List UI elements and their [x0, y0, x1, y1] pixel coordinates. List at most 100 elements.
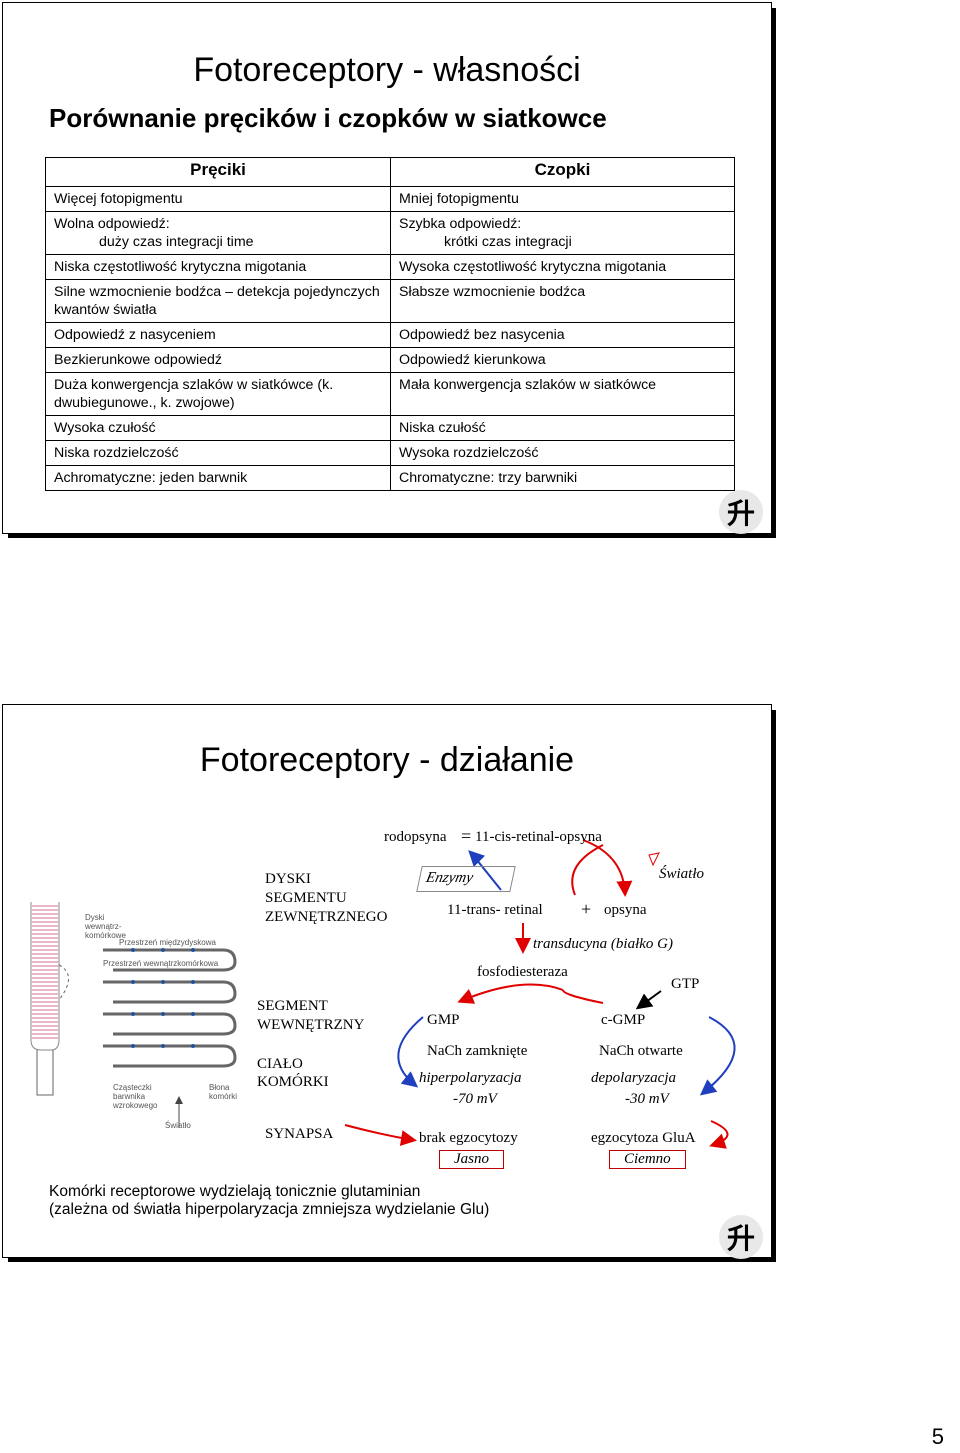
rod-cell: Odpowiedź z nasyceniem	[45, 322, 391, 348]
rod-cell: Niska rozdzielczość	[45, 440, 391, 466]
cone-cell: Szybka odpowiedź:krótki czas integracji	[390, 211, 735, 255]
cone-cell: Wysoka rozdzielczość	[390, 440, 735, 466]
arrow-gtp	[635, 990, 662, 1010]
rod-cell: Achromatyczne: jeden barwnik	[45, 465, 391, 491]
bright-box: Jasno	[439, 1150, 504, 1169]
rod-cell: Więcej fotopigmentu	[45, 186, 391, 212]
cone-cell: Mała konwergencja szlaków w siatkówce	[390, 372, 735, 416]
depolarization-label: depolaryzacja	[591, 1070, 676, 1086]
note-line-2: (zależna od światła hiperpolaryzacja zmn…	[49, 1201, 490, 1218]
rod-cell: Niska częstotliwość krytyczna migotania	[45, 254, 391, 280]
mv30-label: -30 mV	[625, 1091, 669, 1107]
arrow-light-split	[571, 844, 604, 896]
disk-lines	[32, 905, 58, 1039]
label-cialo: CIAŁO	[257, 1056, 303, 1072]
cone-cell: Słabsze wzmocnienie bodźca	[390, 279, 735, 323]
header-rods: Pręciki	[45, 157, 391, 187]
mv70-label: -70 mV	[453, 1091, 497, 1107]
membrane-folds	[103, 948, 237, 1068]
no-exocytosis-label: brak egzocytozy	[419, 1130, 518, 1146]
fig-label-disks: Dyski wewnątrz-komórkowe	[85, 913, 126, 940]
logo-icon: 升	[719, 1215, 763, 1259]
table-row: Achromatyczne: jeden barwnik Chromatyczn…	[45, 465, 735, 491]
header-cones: Czopki	[390, 157, 735, 187]
slide-mechanism: Fotoreceptory - działanie Dyski wewnątrz…	[2, 704, 776, 1262]
cis-retinal-label: 11-cis-retinal-opsyna	[475, 829, 602, 845]
gtp-label: GTP	[671, 976, 700, 992]
arrow-to-opsin	[582, 839, 633, 897]
label-komorki: KOMÓRKI	[257, 1074, 329, 1090]
light-arrow-head	[175, 1096, 183, 1104]
slide-title: Fotoreceptory - własności	[193, 51, 581, 89]
slide-properties: Fotoreceptory - własności Porównanie prę…	[2, 2, 776, 538]
nach-open-label: NaCh otwarte	[599, 1043, 683, 1059]
page-number: 5	[931, 1424, 944, 1449]
logo-icon: 升	[719, 490, 763, 534]
table-row: Bezkierunkowe odpowiedź Odpowiedź kierun…	[45, 347, 735, 373]
table-row: Wysoka czułość Niska czułość	[45, 415, 735, 441]
fig-label-intracellular: Przestrzeń wewnątrzkomórkowa	[103, 959, 219, 968]
table-row: Więcej fotopigmentu Mniej fotopigmentu	[45, 186, 735, 212]
note-line-1: Komórki receptorowe wydzielają tonicznie…	[49, 1183, 421, 1200]
enzymes-box: Enzymy	[416, 866, 516, 892]
transducin-label: transducyna (białko G)	[533, 936, 673, 952]
rod-cell: Bezkierunkowe odpowiedź	[45, 347, 391, 373]
rod-cell: Wolna odpowiedź:duży czas integracji tim…	[45, 211, 391, 255]
zoom-circle	[58, 964, 69, 1001]
nach-closed-label: NaCh zamknięte	[427, 1043, 528, 1059]
comparison-table: Pręciki Czopki Więcej fotopigmentu Mniej…	[45, 157, 735, 491]
photoreceptor-figure	[30, 902, 237, 1128]
cone-cell: Mniej fotopigmentu	[390, 186, 735, 212]
pathway-arrows	[344, 839, 736, 1149]
disk-stack	[30, 902, 60, 1051]
cone-cell: Wysoka częstotliwość krytyczna migotania	[390, 254, 735, 280]
arrow-cgmp-to-pde	[562, 989, 604, 1004]
rod-cell: Silne wzmocnienie bodźca – detekcja poje…	[45, 279, 391, 323]
fig-label-light: Światło	[165, 1121, 191, 1130]
label-zewnetrznego: ZEWNĘTRZNEGO	[265, 909, 388, 925]
label-dyski: DYSKI	[265, 871, 311, 887]
slide-subtitle: Porównanie pręcików i czopków w siatkowc…	[49, 103, 607, 133]
light-label: Światło	[659, 866, 705, 882]
trans-retinal-label: 11-trans- retinal	[447, 902, 543, 918]
table-row: Niska rozdzielczość Wysoka rozdzielczość	[45, 440, 735, 466]
gmp-label: GMP	[427, 1012, 460, 1028]
cell-body	[36, 1050, 54, 1096]
arrow-enzymes-to-cis	[468, 850, 502, 891]
hyperpolarization-label: hiperpolaryzacja	[419, 1070, 522, 1086]
slide-title: Fotoreceptory - działanie	[199, 741, 575, 779]
rhodopsin-label: rodopsyna	[384, 829, 447, 845]
label-wewnetrzny: WEWNĘTRZNY	[257, 1017, 365, 1033]
fig-label-membrane: Błona komórki	[209, 1083, 238, 1101]
opsin-label: opsyna	[604, 902, 647, 918]
table-row: Wolna odpowiedź:duży czas integracji tim…	[45, 211, 735, 255]
equals-sign: =	[461, 826, 472, 846]
cone-cell: Niska czułość	[390, 415, 735, 441]
fig-label-interdisk: Przestrzeń międzydyskowa	[119, 938, 216, 947]
cone-cell: Odpowiedź kierunkowa	[390, 347, 735, 373]
rod-cell: Duża konwergencja szlaków w siatkówce (k…	[45, 372, 391, 416]
table-row: Silne wzmocnienie bodźca – detekcja poje…	[45, 279, 735, 323]
exocytosis-label: egzocytoza GluA	[591, 1130, 696, 1146]
plus-sign: +	[581, 899, 592, 919]
fig-label-pigment: Cząsteczki barwnika wzrokowego	[113, 1083, 158, 1110]
arrow-left-upper	[397, 1016, 424, 1088]
cone-cell: Chromatyczne: trzy barwniki	[390, 465, 735, 491]
label-segmentu: SEGMENTU	[265, 890, 347, 906]
arrow-right-lower	[709, 1120, 729, 1149]
arrow-left-lower	[344, 1124, 417, 1146]
table-row: Niska częstotliwość krytyczna migotania …	[45, 254, 735, 280]
label-segment: SEGMENT	[257, 998, 328, 1014]
arrow-right-upper	[699, 1016, 736, 1096]
arrow-pde-to-gmp	[457, 983, 564, 1004]
label-synapsa: SYNAPSA	[265, 1126, 334, 1142]
rod-cell: Wysoka czułość	[45, 415, 391, 441]
cgmp-label: c-GMP	[601, 1012, 646, 1028]
table-row: Odpowiedź z nasyceniem Odpowiedź bez nas…	[45, 322, 735, 348]
light-arrow-shape	[648, 852, 660, 867]
membrane-dots	[131, 948, 195, 1048]
cone-cell: Odpowiedź bez nasycenia	[390, 322, 735, 348]
pde-label: fosfodiesteraza	[477, 964, 568, 980]
dark-box: Ciemno	[609, 1150, 686, 1169]
table-row: Duża konwergencja szlaków w siatkówce (k…	[45, 372, 735, 416]
